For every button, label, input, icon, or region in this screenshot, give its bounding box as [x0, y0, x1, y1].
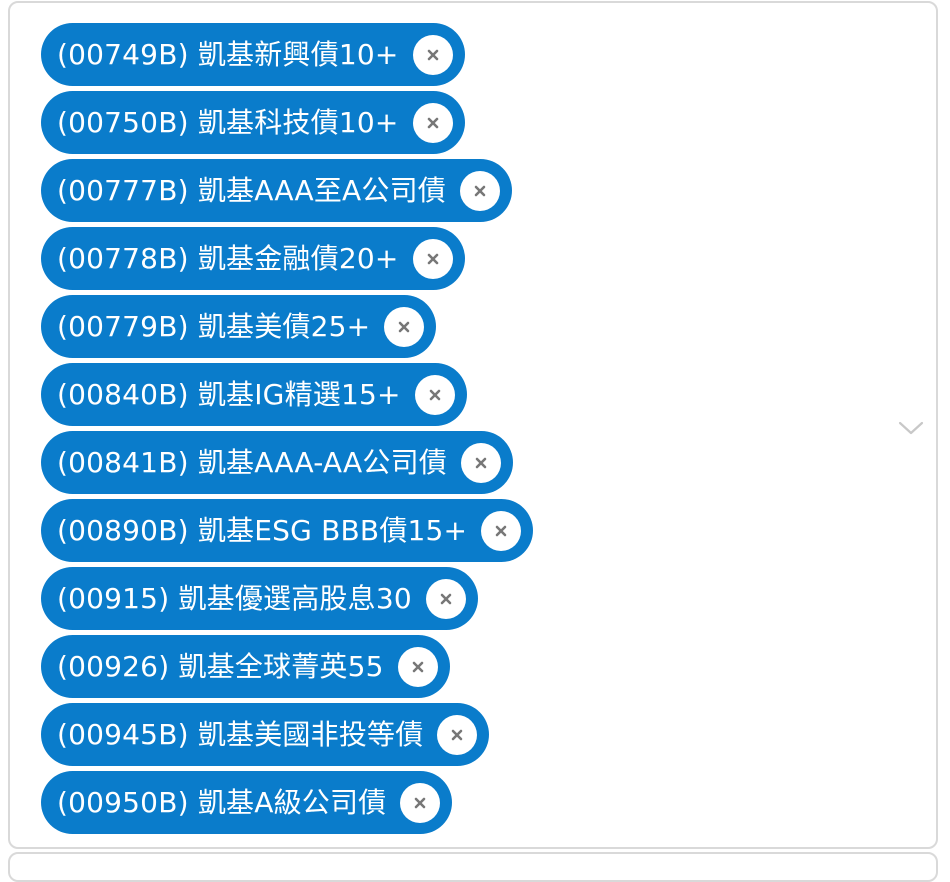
selected-fund-tag: (00777B) 凱基AAA至A公司債	[41, 159, 513, 222]
remove-tag-button[interactable]	[460, 170, 501, 211]
remove-tag-button[interactable]	[412, 102, 453, 143]
remove-tag-button[interactable]	[384, 306, 425, 347]
remove-tag-button[interactable]	[461, 442, 502, 483]
close-icon	[412, 661, 423, 672]
close-icon	[495, 525, 507, 536]
close-icon	[415, 797, 426, 808]
selected-fund-tag: (00890B) 凱基ESG BBB債15+	[41, 499, 534, 562]
selected-fund-tag: (00779B) 凱基美債25+	[41, 295, 437, 358]
tag-label: (00778B) 凱基金融債20+	[57, 242, 399, 275]
selected-fund-tag: (00950B) 凱基A級公司債	[41, 771, 453, 834]
remove-tag-button[interactable]	[425, 578, 466, 619]
selected-fund-tag: (00841B) 凱基AAA-AA公司債	[41, 431, 514, 494]
next-field[interactable]	[8, 852, 938, 882]
selected-fund-tag: (00840B) 凱基IG精選15+	[41, 363, 467, 426]
remove-tag-button[interactable]	[397, 646, 438, 687]
close-icon	[399, 321, 410, 332]
close-icon	[427, 253, 438, 264]
multi-select-field[interactable]: (00749B) 凱基新興債10+ (00750B) 凱基科技債10+ (007…	[8, 1, 938, 849]
tag-label: (00915) 凱基優選高股息30	[57, 582, 412, 615]
tag-label: (00950B) 凱基A級公司債	[57, 786, 387, 819]
close-icon	[474, 185, 486, 196]
remove-tag-button[interactable]	[414, 374, 455, 415]
selected-fund-tag: (00749B) 凱基新興債10+	[41, 23, 465, 86]
selected-fund-tag: (00926) 凱基全球菁英55	[41, 635, 450, 698]
close-icon	[440, 593, 452, 604]
tag-label: (00777B) 凱基AAA至A公司債	[57, 174, 447, 207]
close-icon	[429, 389, 440, 400]
tag-label: (00841B) 凱基AAA-AA公司債	[57, 446, 448, 479]
tag-label: (00779B) 凱基美債25+	[57, 310, 371, 343]
close-icon	[452, 729, 463, 740]
selected-fund-tag: (00750B) 凱基科技債10+	[41, 91, 465, 154]
remove-tag-button[interactable]	[412, 238, 453, 279]
close-icon	[427, 117, 438, 128]
remove-tag-button[interactable]	[437, 714, 478, 755]
remove-tag-button[interactable]	[481, 510, 522, 551]
tag-label: (00945B) 凱基美國非投等債	[57, 718, 424, 751]
tag-label: (00840B) 凱基IG精選15+	[57, 378, 401, 411]
tag-label: (00926) 凱基全球菁英55	[57, 650, 384, 683]
chevron-down-icon[interactable]	[896, 417, 926, 439]
remove-tag-button[interactable]	[412, 34, 453, 75]
remove-tag-button[interactable]	[400, 782, 441, 823]
selected-fund-tag: (00945B) 凱基美國非投等債	[41, 703, 490, 766]
tag-label: (00750B) 凱基科技債10+	[57, 106, 399, 139]
close-icon	[475, 457, 487, 468]
selected-fund-tag: (00778B) 凱基金融債20+	[41, 227, 465, 290]
tag-label: (00749B) 凱基新興債10+	[57, 38, 399, 71]
selected-tags-list: (00749B) 凱基新興債10+ (00750B) 凱基科技債10+ (007…	[41, 23, 861, 839]
selected-fund-tag: (00915) 凱基優選高股息30	[41, 567, 478, 630]
close-icon	[427, 49, 438, 60]
tag-label: (00890B) 凱基ESG BBB債15+	[57, 514, 468, 547]
